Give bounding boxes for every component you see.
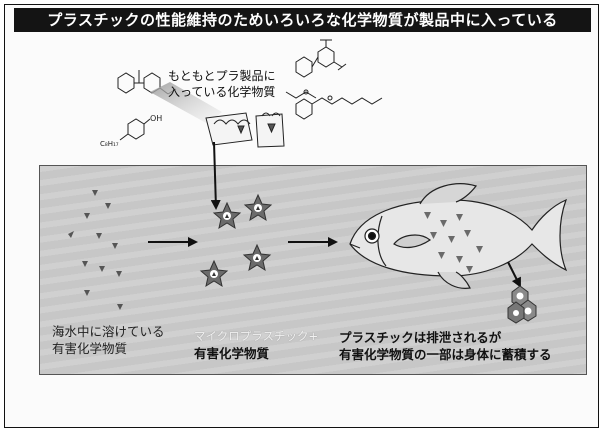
light-beam: [150, 82, 222, 124]
microplastic-particle: [242, 243, 272, 272]
dissolved-label-line-1: 海水中に溶けている: [52, 324, 165, 339]
sea-panel: [39, 165, 587, 375]
water-texture: [40, 166, 586, 374]
dissolved-chemicals: [68, 190, 123, 310]
dissolved-chemicals-label: 海水中に溶けている 有害化学物質: [52, 323, 165, 357]
fish-icon: [349, 183, 568, 289]
microplastic-particle: [212, 201, 242, 230]
microplastic-label: マイクロプラスチック+ 有害化学物質: [194, 328, 318, 362]
excreted-particles: [507, 285, 537, 324]
chem-structure-hindered: [295, 39, 347, 78]
microplastic-particle: [243, 193, 273, 222]
fish-label-line-2: 有害化学物質の一部は身体に蓄積する: [339, 347, 552, 362]
chem-structure-phthalate: [285, 89, 383, 120]
c8h17-label: C₈H₁₇: [100, 140, 119, 148]
figure-title: プラスチックの性能維持のためいろいろな化学物質が製品中に入っている: [14, 8, 591, 32]
chem-structure-phenol: [119, 118, 151, 141]
source-label-line-2: 入っている化学物質: [168, 85, 276, 99]
microplastic-particle: [199, 259, 229, 288]
microplastic-particles: [199, 193, 273, 288]
plastic-products-icon: [205, 112, 285, 148]
source-chemicals-label: もともとプラ製品に 入っている化学物質: [168, 68, 276, 100]
fish-accumulation-label: プラスチックは排泄されるが 有害化学物質の一部は身体に蓄積する: [339, 329, 552, 363]
fish-label-line-1: プラスチックは排泄されるが: [339, 330, 502, 345]
fish-accumulated-chemicals: [424, 212, 483, 273]
source-label-line-1: もともとプラ製品に: [168, 69, 276, 83]
excretion-arrow: [507, 261, 521, 288]
dissolved-label-line-2: 有害化学物質: [52, 341, 128, 356]
oh-label: OH: [150, 114, 162, 123]
source-arrow: [210, 141, 221, 210]
micro-label-line-2: 有害化学物質: [194, 346, 270, 361]
micro-label-line-1: マイクロプラスチック+: [194, 329, 319, 343]
